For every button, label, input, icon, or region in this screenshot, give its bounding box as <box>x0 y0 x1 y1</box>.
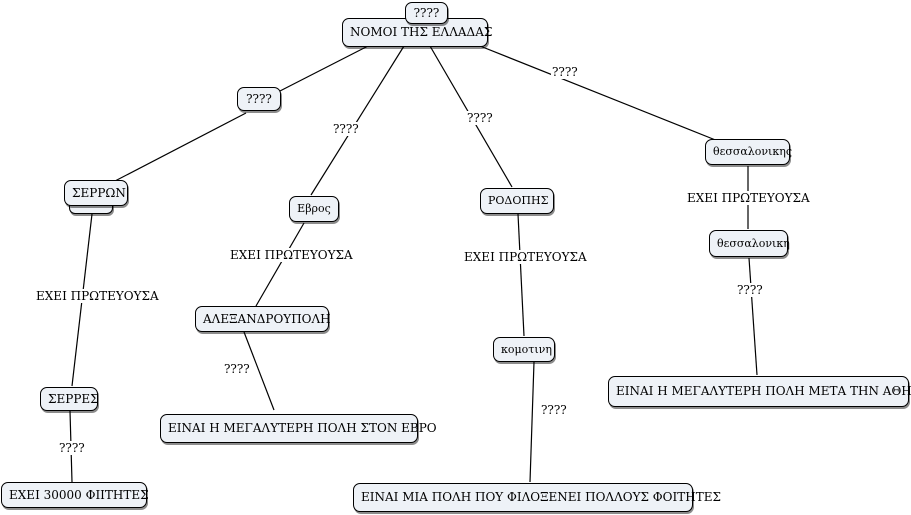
link-label-q3: ???? <box>466 111 494 125</box>
link-label-thess-q: ???? <box>736 283 764 297</box>
link-label-evros-q: ???? <box>223 362 251 376</box>
edge-root-q1 <box>277 45 369 93</box>
top-question-node[interactable]: ???? <box>405 2 448 24</box>
link-label-evros-capital: ΕΧΕΙ ΠΡΩΤΕΥΟΥΣΑ <box>229 248 354 262</box>
rodopi-node[interactable]: ΡΟΔΟΠΗΣ <box>480 188 554 214</box>
serres-node[interactable]: ΣΕΡΡΕΣ <box>40 387 99 411</box>
edge-rodopi-capital <box>517 213 525 337</box>
thessaloniki-fact-node[interactable]: ΕΙΝΑΙ Η ΜΕΓΑΛΥΤΕΡΗ ΠΟΛΗ ΜΕΤΑ ΤΗΝ ΑΘΗΝΑ <box>608 376 911 407</box>
evros-node[interactable]: Εβρος <box>289 196 339 222</box>
edge-root-evros <box>310 45 405 196</box>
link-label-q1: ???? <box>551 65 579 79</box>
edge-q1-serron <box>114 112 247 182</box>
alexandroupoli-node[interactable]: ΑΛΕΞΑΝΔΡΟΥΠΟΛΗ <box>195 306 331 332</box>
link-label-rodopi-q: ???? <box>540 403 568 417</box>
edge-alex-fact <box>243 331 275 411</box>
link-label-q2: ???? <box>332 122 360 136</box>
link-label-rodopi-capital: ΕΧΕΙ ΠΡΩΤΕΥΟΥΣΑ <box>463 250 588 264</box>
edge-komotini-fact <box>529 361 535 483</box>
thessaloniki-capital-node[interactable]: θεσσαλονικη <box>709 230 790 257</box>
edge-root-thessaloniki <box>479 45 719 142</box>
komotini-node[interactable]: κομοτινη <box>493 337 555 362</box>
thessaloniki-prefecture-node[interactable]: θεσσαλονικης <box>705 139 792 165</box>
serron-node[interactable]: ΣΕΡΡΩΝ <box>64 180 128 206</box>
edge-thessaloniki-fact <box>748 257 758 376</box>
evros-fact-node[interactable]: ΕΙΝΑΙ Η ΜΕΓΑΛΥΤΕΡΗ ΠΟΛΗ ΣΤΟΝ ΕΒΡΟ <box>160 414 437 443</box>
root-node[interactable]: ΝΟΜΟΙ ΤΗΣ ΕΛΛΑΔΑΣ <box>342 18 492 47</box>
serres-fact-node[interactable]: ΕΧΕΙ 30000 ΦΙΙΤΗΤΕΣ <box>1 482 149 508</box>
rodopi-fact-node[interactable]: ΕΙΝΑΙ ΜΙΑ ΠΟΛΗ ΠΟΥ ΦΙΛΟΞΕΝΕΙ ΠΟΛΛΟΥΣ ΦΟΙ… <box>353 483 721 512</box>
edge-evros-capital <box>255 222 305 307</box>
link-label-serron-q: ???? <box>58 441 86 455</box>
link-label-serron-capital: ΕΧΕΙ ΠΡΩΤΕΥΟΥΣΑ <box>35 289 160 303</box>
link-node-q4[interactable]: ???? <box>237 87 281 111</box>
link-label-thess-capital: ΕΧΕΙ ΠΡΩΤΕΥΟΥΣΑ <box>686 191 811 205</box>
